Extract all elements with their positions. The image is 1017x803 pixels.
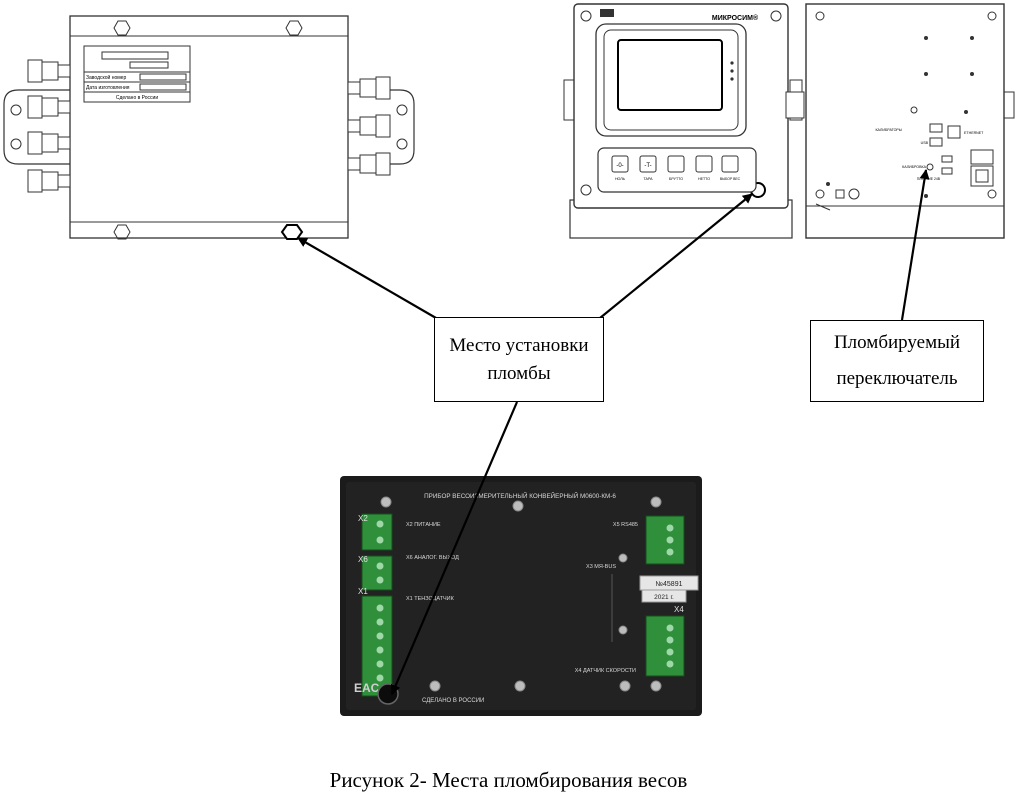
right-mounting-flange [348, 89, 415, 165]
tag-x1: X1 [358, 587, 368, 596]
flange-hole [396, 138, 408, 150]
key-gross [667, 155, 685, 173]
key-label-gross: БРУТТО [669, 177, 683, 181]
key-label-net: НЕТТО [698, 177, 710, 181]
junction-box-body [69, 15, 349, 239]
key-label-select-weight: ВЫБОР ВЕС [720, 177, 741, 181]
arrow-to-junction-box [297, 237, 437, 319]
left-mounting-flange [3, 89, 70, 165]
back-label-calibration: КАЛИБРОВКА [902, 165, 926, 169]
back-label-calibrators: КАЛИБРАТОРЫ [875, 128, 902, 132]
arrow-to-switch [900, 169, 930, 321]
terminal-front-drawing: МИКРОСИМ® М0601 -0- -T- НОЛЬ ТАРА БРУТТО… [563, 3, 803, 239]
serial-number: №45891 [656, 581, 683, 588]
serial-number-label: Заводской номер [86, 74, 126, 81]
callout-seal-switch-line1: Пломбируемый [833, 332, 961, 354]
key-label-tare: ТАРА [643, 177, 653, 181]
cable-glands-left [27, 59, 71, 193]
seal-screw-junction-box [280, 224, 304, 240]
terminal-block-x5 [645, 515, 685, 565]
key-label-zero: НОЛЬ [615, 177, 626, 181]
label-x4-speed: X4 ДАТЧИК СКОРОСТИ [575, 668, 636, 674]
manufacture-date-label: Дата изготовления [86, 85, 130, 91]
arrow-to-terminal [599, 193, 753, 319]
display-screen [617, 39, 723, 111]
eac-mark: EAC [354, 681, 380, 695]
key-select-weight [721, 155, 739, 173]
calibration-switch [926, 163, 934, 171]
terminal-back-drawing: КАЛИБРАТОРЫ USB ETHERNET КАЛИБРОВКА ПИТА… [785, 3, 1015, 239]
terminal-brand: МИКРОСИМ® [712, 14, 759, 22]
label-x1-loadcell: X1 ТЕНЗОДАТЧИК [406, 596, 455, 602]
label-x3-bus: X3 МЯ-BUS [586, 564, 616, 570]
manufacture-year: 2021 г. [654, 594, 674, 601]
terminal-blocks-left [361, 513, 393, 697]
figure-caption: Рисунок 2- Места пломбирования весов [329, 768, 688, 792]
back-label-ethernet: ETHERNET [964, 131, 984, 135]
controller-photo: ПРИБОР ВЕСОИЗМЕРИТЕЛЬНЫЙ КОНВЕЙЕРНЫЙ М06… [340, 476, 702, 716]
tag-x4: X4 [674, 605, 684, 614]
callout-seal-place: Место установки пломбы [434, 317, 604, 402]
label-x2-power: X2 ПИТАНИЕ [406, 522, 441, 528]
lid-screw [113, 20, 131, 36]
made-in-russia-controller: СДЕЛАНО В РОССИИ [422, 698, 484, 704]
key-tare [639, 155, 657, 173]
callout-seal-switch: Пломбируемый переключатель [810, 320, 984, 402]
callout-seal-place-text: Место установки пломбы [449, 334, 589, 384]
lid-screw [113, 224, 131, 240]
year-sticker [641, 589, 687, 603]
ethernet-port [947, 125, 961, 139]
svg-text:-T-: -T- [644, 163, 651, 169]
flange-hole [10, 138, 22, 150]
label-x5-rs485: X5 RS485 [613, 522, 638, 528]
lid-screw [285, 20, 303, 36]
key-zero [611, 155, 629, 173]
key-net [695, 155, 713, 173]
cable-glands-right [347, 76, 391, 176]
terminal-logo [600, 9, 614, 17]
arrow-to-controller [390, 401, 519, 695]
label-x6-analog: X6 АНАЛОГ. ВЫХОД [406, 555, 459, 561]
flange-hole [396, 104, 408, 116]
terminal-block-x4 [645, 615, 685, 677]
terminal-back-panel [805, 3, 1005, 239]
callout-seal-switch-line2: переключатель [836, 368, 958, 389]
tag-x6: X6 [358, 555, 368, 564]
made-in-russia-label: Сделано в России [116, 95, 159, 101]
flange-hole [10, 104, 22, 116]
svg-text:-0-: -0- [616, 163, 623, 169]
controller-header: ПРИБОР ВЕСОИЗМЕРИТЕЛЬНЫЙ КОНВЕЙЕРНЫЙ М06… [424, 491, 616, 500]
tag-x2: X2 [358, 514, 368, 523]
junction-box-drawing: Заводской номер Дата изготовления Сделан… [3, 15, 415, 240]
back-label-usb: USB [921, 141, 929, 145]
